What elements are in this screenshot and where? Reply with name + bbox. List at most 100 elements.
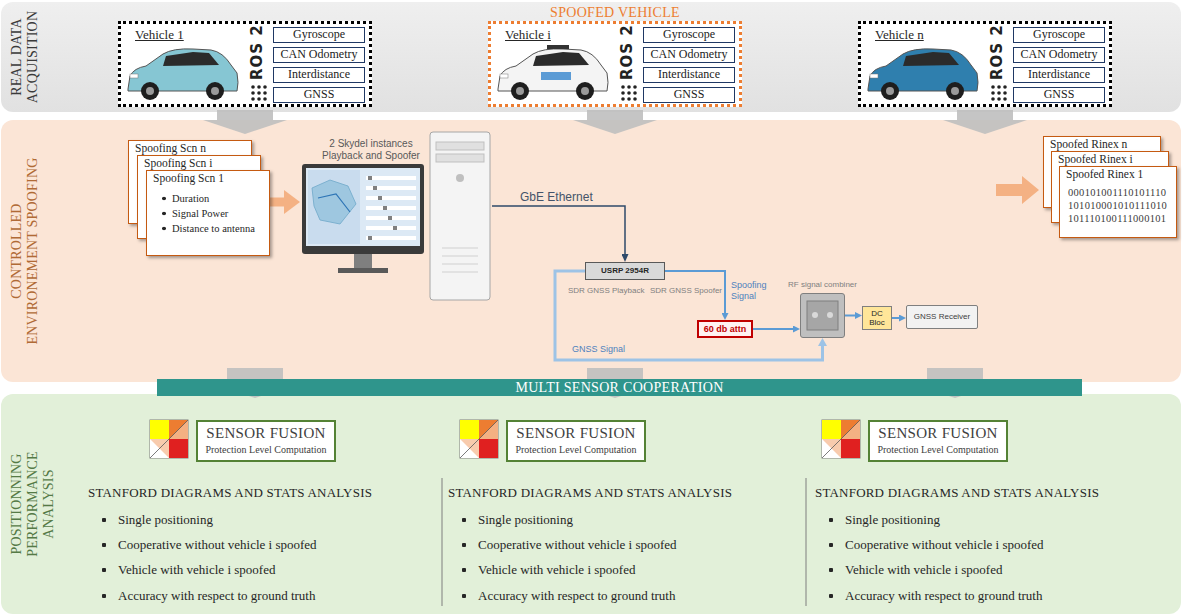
computer: 2 Skydel instances Playback and Spoofer — [300, 128, 492, 303]
label-holder: Accuracy with respect to ground truth — [100, 588, 315, 604]
sensor-box: CAN Odometry — [643, 47, 735, 63]
label-holder: Cooperative without vehicle i spoofed — [460, 537, 677, 553]
ros-dot — [633, 85, 637, 89]
car-picture — [868, 49, 978, 100]
vehicle-name: Vehicle 1 — [135, 27, 184, 42]
tower-bay — [436, 142, 484, 150]
sensor-name: Gyroscope — [293, 28, 345, 41]
screen-panel — [308, 170, 360, 244]
label-holder: Single positioning — [460, 512, 573, 528]
screen-row — [366, 216, 416, 220]
fusion-box: SENSOR FUSIONProtection Level Computatio… — [196, 420, 336, 462]
edge-label: GNSS Signal — [572, 344, 625, 355]
scenario-parameter: Distance to antenna — [161, 221, 255, 236]
fusion-subtitle: Protection Level Computation — [515, 443, 636, 457]
ros-dot — [251, 85, 255, 89]
ros-dot — [257, 91, 261, 95]
ros-dot — [1003, 91, 1007, 95]
monitor-stand — [354, 254, 372, 268]
label-holder: Cooperative without vehicle i spoofed — [100, 537, 317, 553]
label-holder: SDR GNSS Playback — [568, 286, 644, 296]
label-holder: SDR GNSS Spoofer — [650, 286, 722, 296]
ros-logo: ROS 2 — [988, 24, 1006, 80]
sensor-box: Gyroscope — [1013, 27, 1105, 43]
ros-dot — [627, 91, 631, 95]
sensor-box: CAN Odometry — [1013, 47, 1105, 63]
car-wheel — [576, 82, 594, 100]
edge-label-holder: GNSS Signal — [572, 344, 625, 355]
label-holder: Cooperative without vehicle i spoofed — [827, 537, 1044, 553]
fusion-subtitle: Protection Level Computation — [205, 443, 326, 457]
tower-vent — [442, 272, 478, 273]
analysis-bullet: Vehicle with vehicle i spoofed — [460, 562, 635, 578]
analysis-bullet: Cooperative without vehicle i spoofed — [100, 537, 317, 553]
screen-map — [312, 180, 356, 224]
analysis-bullet: Vehicle with vehicle i spoofed — [827, 562, 1002, 578]
screen-row — [366, 196, 416, 200]
ros-dot — [633, 91, 637, 95]
combiner-body — [807, 301, 838, 330]
screen-slider — [393, 226, 397, 230]
car-window — [533, 52, 589, 66]
fusion-title: SENSOR FUSION — [516, 425, 635, 442]
screen-row — [366, 176, 416, 180]
label-holder: STANFORD DIAGRAMS AND STATS ANALYSIS — [815, 485, 1099, 501]
analysis-bullet: Accuracy with respect to ground truth — [100, 588, 315, 604]
label-holder: Vehicle with vehicle i spoofed — [100, 562, 275, 578]
file-title: Spoofed Rinex i — [1058, 153, 1133, 166]
sensor-box: GNSS — [273, 87, 365, 103]
sensor-box: GNSS — [643, 87, 735, 103]
binary-line: 101010001010111010 — [1068, 199, 1167, 212]
ros-dot — [263, 91, 267, 95]
tower-vent — [442, 264, 478, 265]
car-hub — [146, 87, 154, 95]
label-holder: ROS 2 — [618, 24, 636, 80]
analysis-bullet: Single positioning — [827, 512, 940, 528]
vehicle-box: GyroscopeCAN OdometryInterdistanceGNSSVe… — [118, 21, 372, 107]
sensor-name: Gyroscope — [663, 28, 715, 41]
band-title: REAL DATA ACQUISITION — [9, 5, 41, 109]
dc-block: DC Bloc — [862, 306, 892, 330]
screen-slider — [388, 216, 392, 220]
ros-logo: ROS 2 — [248, 24, 266, 80]
ros-dot — [621, 91, 625, 95]
ros-dot — [997, 91, 1001, 95]
tower-vent — [442, 256, 478, 257]
combiner-illustration — [801, 294, 844, 337]
sensor-box: CAN Odometry — [273, 47, 365, 63]
ros-dot — [997, 97, 1001, 101]
car-wheel — [511, 82, 529, 100]
band-title: CONTROLLED ENVIRONEMENT SPOOFING — [9, 151, 41, 351]
vehicle-box: GyroscopeCAN OdometryInterdistanceGNSSVe… — [858, 21, 1112, 107]
analysis-bullet: Single positioning — [460, 512, 573, 528]
fusion-title: SENSOR FUSION — [878, 425, 997, 442]
ros-dot — [633, 97, 637, 101]
analysis-bullet: Cooperative without vehicle i spoofed — [827, 537, 1044, 553]
ros-dot — [257, 97, 261, 101]
cooperation-bar: MULTI SENSOR COOPERATION — [157, 379, 1082, 396]
label-holder: Vehicle with vehicle i spoofed — [460, 562, 635, 578]
file-title: Spoofed Rinex 1 — [1066, 168, 1143, 181]
device-label: USRP 2954R — [601, 263, 649, 279]
ros-dot — [997, 85, 1001, 89]
vehicle-name: Vehicle n — [875, 27, 924, 42]
fusion-box: SENSOR FUSIONProtection Level Computatio… — [868, 420, 1008, 462]
signal-combiner: RF signal combiner — [800, 293, 845, 338]
combiner-label: RF signal combiner — [788, 280, 857, 290]
car-window — [163, 52, 219, 66]
scenario-card: Spoofing Scn 1DurationSignal PowerDistan… — [146, 170, 270, 256]
edge-label: Spoofing Signal — [731, 280, 777, 302]
car-picture — [128, 49, 238, 100]
band-panel: Spoofing Scn nSpoofing Scn iSpoofing Scn… — [1, 120, 1181, 382]
sensor-name: Gyroscope — [1033, 28, 1085, 41]
tower-vent — [442, 248, 478, 249]
screen-slider — [368, 176, 372, 180]
receiver-label: GNSS Receiver — [914, 306, 970, 328]
combiner-port — [812, 312, 818, 318]
label-holder: ROS 2 — [988, 24, 1006, 80]
label-holder: Vehicle with vehicle i spoofed — [827, 562, 1002, 578]
screen-row — [366, 186, 416, 190]
attenuator-label: 60 db attn — [704, 322, 747, 336]
spoofed-heading: SPOOFED VEHICLE — [550, 5, 680, 21]
fusion-title: SENSOR FUSION — [206, 425, 325, 442]
